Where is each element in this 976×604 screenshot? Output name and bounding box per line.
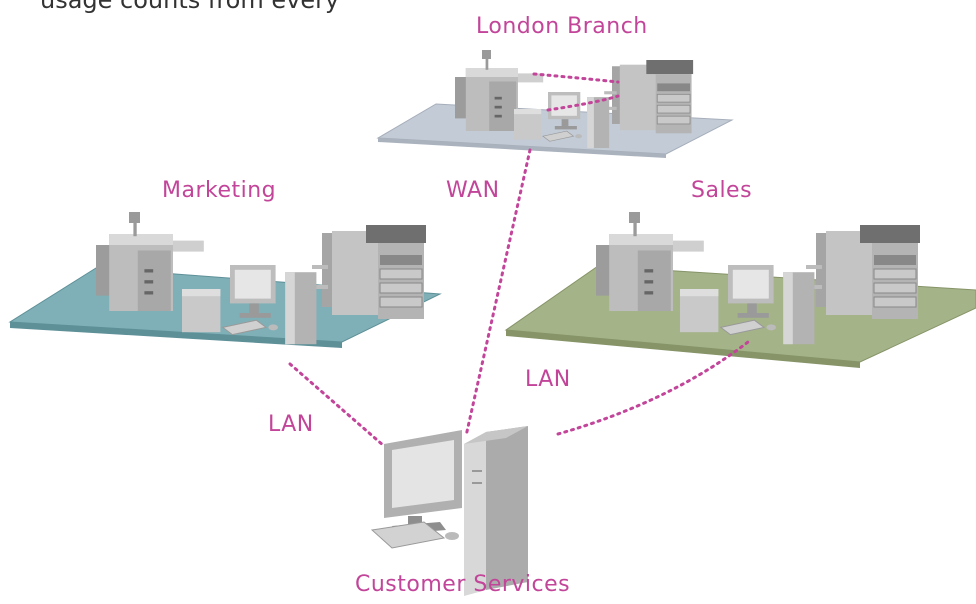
network-links: [288, 72, 750, 448]
lan-left-label: LAN: [268, 412, 314, 437]
sales-site: [504, 212, 976, 368]
london-internal-link-2: [546, 94, 620, 112]
customer-services-computer: [370, 426, 528, 596]
wan-link: [464, 148, 532, 438]
header-text-fragment: usage counts from every: [40, 0, 340, 14]
marketing-site: [8, 212, 442, 348]
marketing-copier-right: [311, 224, 427, 320]
marketing-label: Marketing: [162, 178, 277, 203]
lan-right-link: [556, 340, 750, 436]
london-branch-label: London Branch: [476, 14, 648, 39]
wan-label: WAN: [446, 178, 500, 203]
sales-copier-right: [805, 224, 921, 320]
london-branch-site: [376, 50, 734, 158]
sales-label: Sales: [691, 178, 753, 203]
lan-left-link: [288, 362, 386, 448]
lan-right-label: LAN: [525, 367, 571, 392]
customer-services-label: Customer Services: [355, 572, 571, 597]
london-internal-link-1: [532, 72, 620, 84]
